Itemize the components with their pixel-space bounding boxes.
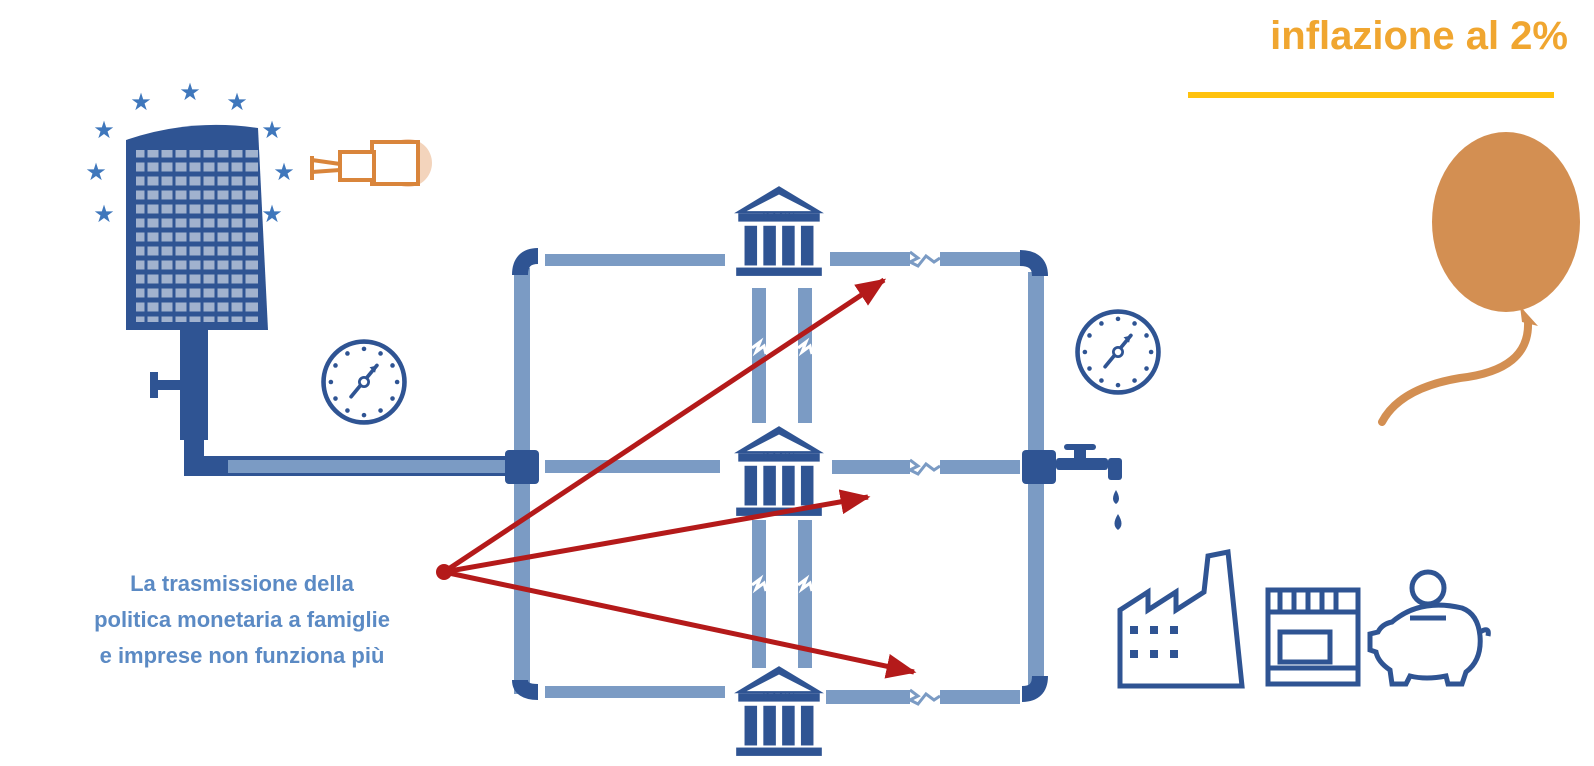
svg-text:★: ★ bbox=[261, 200, 283, 228]
failure-arrows bbox=[436, 277, 917, 679]
svg-text:★: ★ bbox=[226, 88, 248, 116]
caption-line-1: La trasmissione della bbox=[130, 571, 354, 596]
bank-icon-top: BANK bbox=[734, 186, 824, 276]
arrow-origin-dot bbox=[436, 564, 452, 580]
caption-line-3: e imprese non funziona più bbox=[99, 643, 385, 668]
eu-stars-icon: ★ ★ ★ ★ ★ ★ ★ ★ ★ bbox=[85, 78, 295, 228]
bank-icon-bottom: BANK bbox=[734, 666, 824, 756]
bank-label-top: BANK bbox=[762, 209, 796, 223]
gauge-icon-right bbox=[1078, 312, 1159, 393]
bank-label-middle: BANK bbox=[762, 449, 796, 463]
svg-text:★: ★ bbox=[130, 88, 152, 116]
svg-text:★: ★ bbox=[85, 158, 107, 186]
bank-icon-middle: BANK bbox=[734, 426, 824, 516]
ecb-tower-icon bbox=[126, 124, 268, 440]
gauge-icon-left bbox=[324, 342, 405, 423]
balloon-icon bbox=[1378, 132, 1580, 426]
svg-text:★: ★ bbox=[93, 116, 115, 144]
headline-underline bbox=[1188, 92, 1554, 98]
svg-text:★: ★ bbox=[179, 78, 201, 106]
transmission-caption: La trasmissione della politica monetaria… bbox=[12, 566, 472, 674]
caption-line-2: politica monetaria a famiglie bbox=[94, 607, 390, 632]
svg-text:★: ★ bbox=[273, 158, 295, 186]
bank-label-bottom: BANK bbox=[762, 689, 796, 703]
factory-icon bbox=[1117, 549, 1245, 689]
piggy-bank-icon bbox=[1367, 569, 1491, 687]
telescope-icon bbox=[310, 139, 432, 187]
svg-text:★: ★ bbox=[93, 200, 115, 228]
headline: inflazione al 2% bbox=[1270, 14, 1568, 58]
faucet-icon bbox=[1056, 444, 1122, 530]
pipe-network bbox=[184, 248, 1056, 706]
shop-icon bbox=[1265, 587, 1361, 687]
svg-text:★: ★ bbox=[261, 116, 283, 144]
